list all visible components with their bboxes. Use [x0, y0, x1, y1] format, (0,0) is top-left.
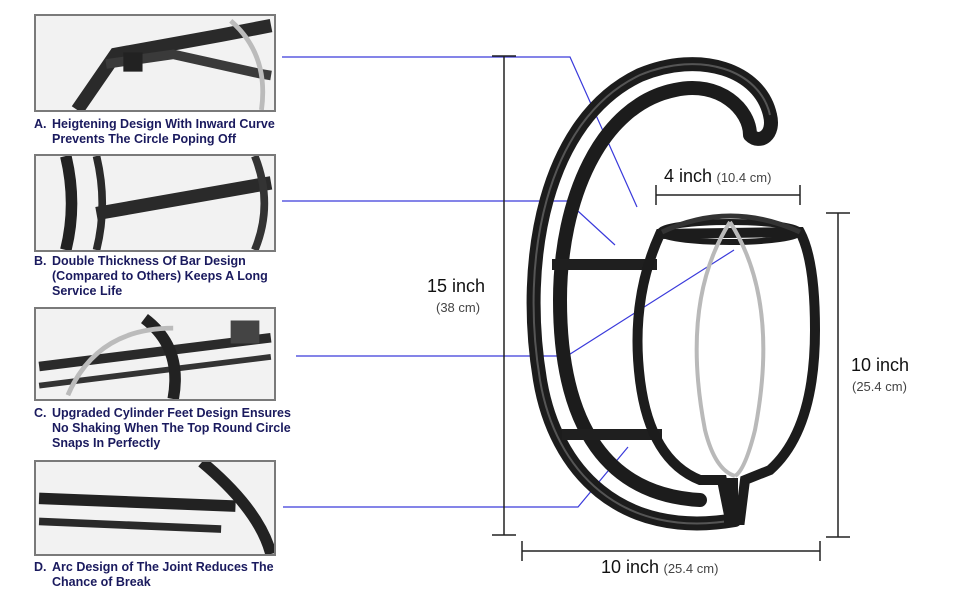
base-width-dimension: 10 inch (25.4 cm)	[601, 557, 718, 578]
base-width-main: 10 inch	[601, 557, 660, 577]
leader-lines	[282, 56, 735, 508]
top-width-sub: (10.4 cm)	[716, 170, 772, 185]
height-dimension-sub: (38 cm)	[436, 300, 481, 315]
feature-text: Upgraded Cylinder Feet Design Ensures No…	[52, 406, 291, 450]
feature-caption-a: A. Heigtening Design With Inward Curve P…	[34, 117, 334, 147]
feature-caption-c: C. Upgraded Cylinder Feet Design Ensures…	[34, 406, 334, 451]
leader-line-c	[296, 249, 735, 357]
top-width-main: 4 inch	[664, 166, 713, 186]
dimension-lines	[492, 55, 850, 561]
cage-height-dimension-label: 10 inch	[851, 355, 910, 375]
height-dimension-label: 15 inch	[427, 276, 486, 296]
feature-letter: D.	[34, 560, 47, 574]
stand-frame	[526, 57, 821, 531]
base-width-sub: (25.4 cm)	[663, 561, 719, 576]
feature-caption-d: D. Arc Design of The Joint Reduces The C…	[34, 560, 334, 590]
detail-image-c	[34, 307, 276, 401]
detail-image-a	[34, 14, 276, 112]
detail-image-d	[34, 460, 276, 556]
feature-letter: C.	[34, 406, 47, 420]
feature-letter: B.	[34, 254, 47, 268]
feature-caption-b: B. Double Thickness Of Bar Design (Compa…	[34, 254, 334, 299]
leader-line-a	[282, 56, 638, 208]
feature-text: Arc Design of The Joint Reduces The Chan…	[52, 560, 274, 589]
detail-image-b	[34, 154, 276, 252]
feature-text: Double Thickness Of Bar Design (Compared…	[52, 254, 268, 298]
top-width-dimension: 4 inch (10.4 cm)	[664, 166, 771, 187]
cage-height-dimension-sub: (25.4 cm)	[852, 379, 907, 394]
feature-text: Heigtening Design With Inward Curve Prev…	[52, 117, 275, 146]
feature-letter: A.	[34, 117, 47, 131]
